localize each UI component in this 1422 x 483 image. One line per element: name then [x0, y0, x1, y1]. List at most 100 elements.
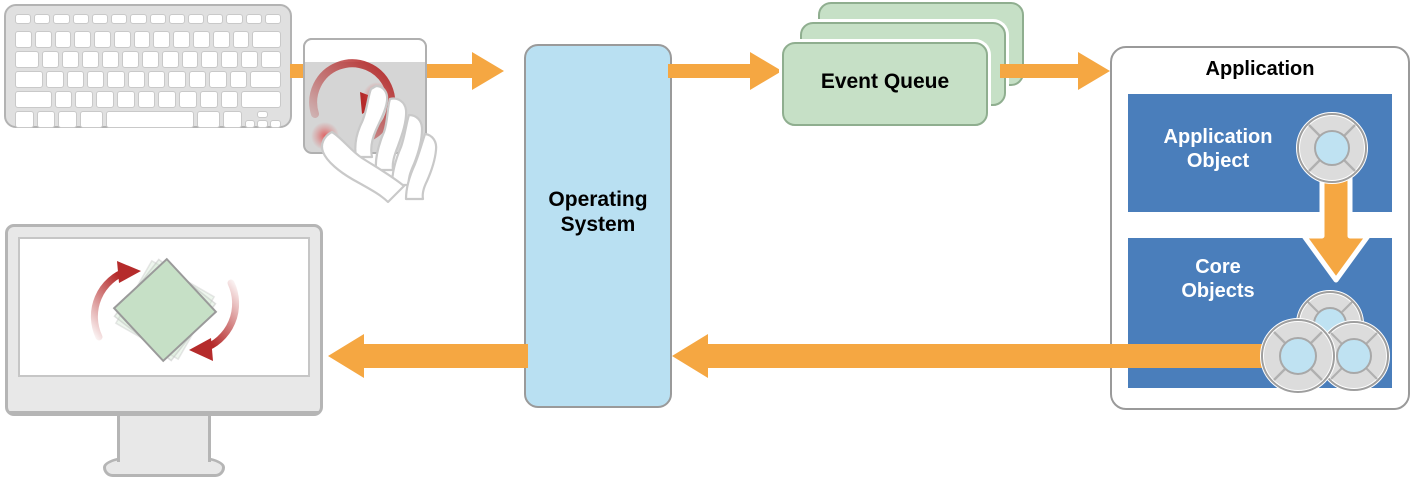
- key: [168, 14, 185, 24]
- key: [86, 71, 105, 88]
- core-objects-label: Core Objects: [1181, 256, 1255, 302]
- key: [130, 14, 147, 24]
- key-control: [36, 111, 55, 128]
- trackpad-top-strip: [303, 38, 427, 62]
- keyboard-device: [4, 4, 292, 128]
- object-wheel-icon: [1260, 318, 1336, 394]
- key: [229, 71, 247, 88]
- key: [66, 71, 84, 88]
- key: [158, 91, 177, 108]
- key: [226, 14, 243, 24]
- active-square: [112, 257, 218, 363]
- key: [149, 14, 166, 24]
- key: [113, 31, 131, 48]
- key: [133, 31, 151, 48]
- key: [188, 71, 207, 88]
- key-shift-left: [15, 91, 52, 108]
- rotate-gesture-and-hand: [309, 59, 438, 204]
- key: [34, 31, 52, 48]
- object-wheel-icon: [1296, 112, 1368, 184]
- key: [34, 14, 51, 24]
- key: [15, 31, 32, 48]
- key: [72, 14, 89, 24]
- key: [221, 51, 239, 68]
- arrow-os-to-queue: [668, 52, 782, 90]
- hand-icon: [320, 84, 438, 204]
- key-arrow-up: [257, 111, 269, 118]
- monitor-stand: [117, 414, 211, 462]
- key: [232, 31, 250, 48]
- core-objects-icon-cluster: [1260, 290, 1390, 394]
- event-queue-label: Event Queue: [820, 70, 950, 93]
- key-arrow-down: [257, 120, 269, 128]
- key: [220, 91, 239, 108]
- key: [181, 51, 199, 68]
- rotate-arrow-right-icon: [189, 279, 240, 361]
- event-queue-card-front: [782, 42, 988, 126]
- key-tab: [15, 51, 40, 68]
- key: [161, 51, 179, 68]
- application-object-icon: [1296, 112, 1368, 184]
- key-arrow-cluster: [244, 111, 281, 128]
- key: [168, 71, 186, 88]
- keyboard-row: [15, 71, 282, 88]
- key-arrow-left: [244, 120, 256, 128]
- key: [199, 91, 218, 108]
- key: [111, 14, 128, 24]
- key: [121, 51, 139, 68]
- key: [241, 51, 259, 68]
- key: [179, 91, 197, 108]
- key: [153, 31, 171, 48]
- key-fn: [15, 111, 34, 128]
- key-caps: [15, 71, 44, 88]
- key: [102, 51, 119, 68]
- key-option-right: [223, 111, 242, 128]
- key: [141, 51, 159, 68]
- application-object-label: Application Object: [1163, 126, 1273, 172]
- key-shift-right: [241, 91, 281, 108]
- key-command-right: [196, 111, 221, 128]
- key: [148, 71, 166, 88]
- key: [116, 91, 135, 108]
- key: [209, 71, 227, 88]
- key-option: [58, 111, 77, 128]
- arrow-os-to-display: [328, 334, 528, 378]
- operating-system-box: [524, 44, 672, 408]
- key: [261, 51, 281, 68]
- key: [62, 51, 80, 68]
- key: [54, 31, 72, 48]
- key: [15, 14, 32, 24]
- key: [173, 31, 191, 48]
- key: [137, 91, 156, 108]
- arrow-queue-to-application: [1000, 52, 1110, 90]
- application-title: Application: [1205, 58, 1315, 80]
- keyboard-row: [15, 51, 281, 68]
- monitor-chin-divider: [8, 411, 320, 413]
- keyboard-row: [15, 31, 281, 48]
- rotate-arrow-left-icon: [90, 261, 141, 341]
- key: [245, 14, 262, 24]
- keyboard-row: [15, 91, 281, 108]
- keyboard-row: [15, 111, 281, 128]
- key: [75, 91, 94, 108]
- key: [74, 31, 92, 48]
- operating-system-label: Operating System: [548, 188, 648, 236]
- key: [107, 71, 125, 88]
- key-space: [105, 111, 194, 128]
- key: [127, 71, 145, 88]
- key: [82, 51, 99, 68]
- key: [46, 71, 64, 88]
- key: [212, 31, 230, 48]
- key: [53, 14, 70, 24]
- key-backspace: [252, 31, 281, 48]
- key-arrow-right: [270, 120, 281, 128]
- object-wheel-icon: [1318, 320, 1390, 392]
- arrow-application-to-os: [672, 334, 1272, 378]
- key: [187, 14, 205, 24]
- key: [54, 91, 73, 108]
- key: [264, 14, 282, 24]
- key: [91, 14, 109, 24]
- key-command-left: [79, 111, 103, 128]
- key: [207, 14, 224, 24]
